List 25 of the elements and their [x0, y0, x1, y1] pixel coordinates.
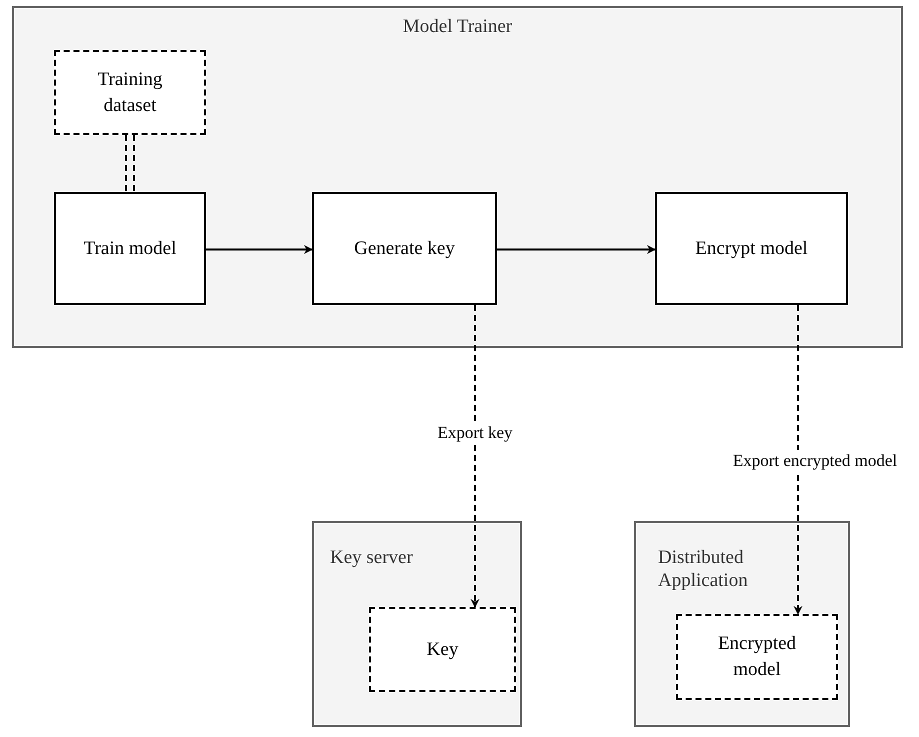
group-title: Key server — [330, 547, 413, 570]
box-label: Encrypt model — [694, 236, 809, 261]
edge-label: Export key — [437, 422, 513, 444]
box-label: Generate key — [353, 236, 456, 261]
process-box — [312, 192, 497, 305]
box-label: Encrypted model — [716, 632, 798, 682]
data-box — [54, 50, 206, 135]
group-container — [312, 521, 522, 727]
process-box — [655, 192, 848, 305]
edge-label: Export encrypted model — [732, 450, 898, 472]
dashed-arrow — [794, 305, 802, 615]
box-label: Training dataset — [96, 68, 164, 118]
connector-line — [125, 134, 135, 193]
group-container — [12, 6, 903, 348]
box-label: Train model — [82, 236, 178, 261]
group-title: Model Trainer — [402, 16, 514, 39]
data-box — [369, 607, 516, 692]
box-label: Key — [426, 638, 460, 662]
group-title: Distributed Application — [658, 547, 749, 593]
group-container — [634, 521, 850, 727]
process-box — [54, 192, 206, 305]
arrow — [206, 245, 313, 254]
arrow — [497, 245, 656, 254]
dashed-arrow — [470, 305, 480, 608]
data-box — [676, 614, 838, 700]
